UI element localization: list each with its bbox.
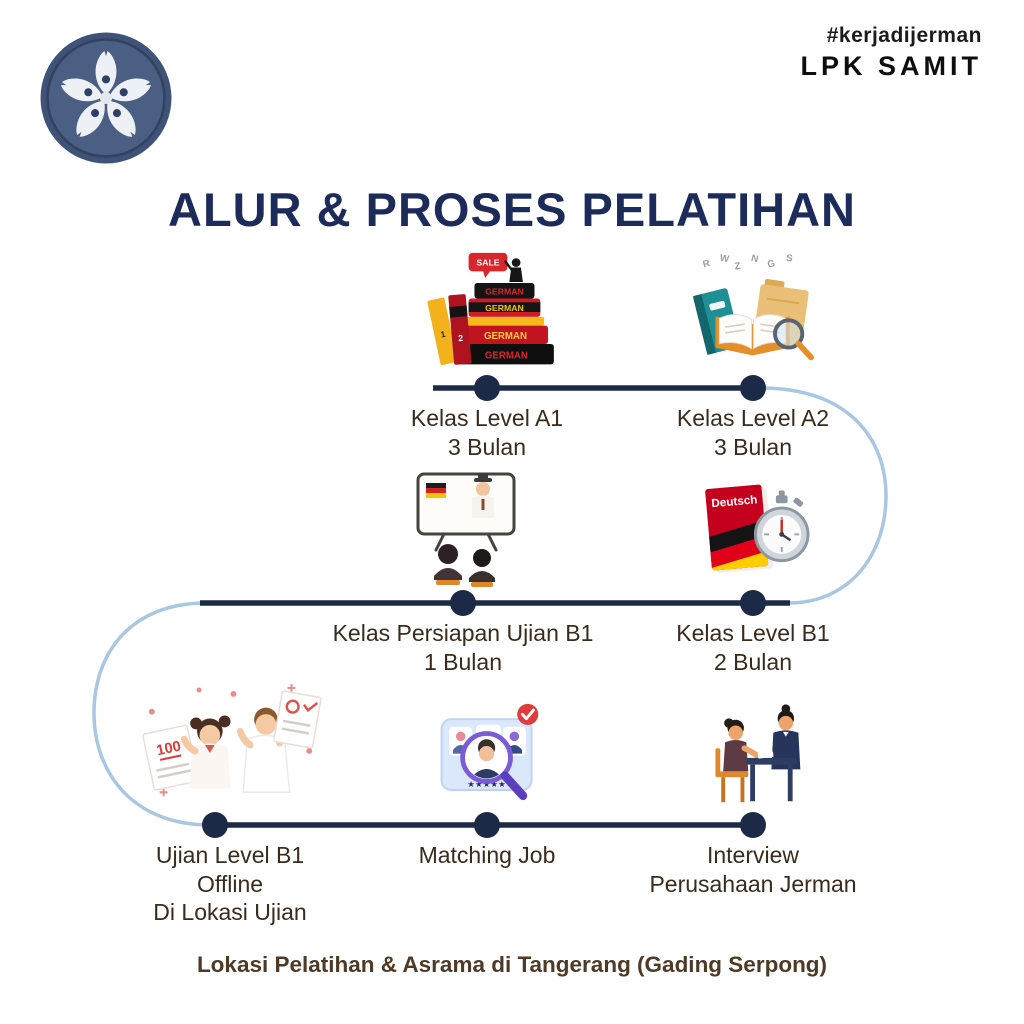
step-label-kelas-persiapan-ujian-b1: Kelas Persiapan Ujian B1 1 Bulan [333, 619, 594, 676]
flow-node-dot [740, 375, 766, 401]
footer-location-text: Lokasi Pelatihan & Asrama di Tangerang (… [196, 952, 828, 977]
flow-node-dot [202, 812, 228, 838]
sale-tag-text: SALE [476, 258, 499, 268]
floating-letter: R [702, 258, 712, 270]
step-title: Ujian Level B1 [155, 842, 305, 868]
step-title: Kelas Level A2 [676, 405, 830, 431]
step-duration: 1 Bulan [423, 648, 503, 675]
flow-node-dot [450, 590, 476, 616]
floating-letter: W [719, 253, 731, 266]
deutsch-book-stopwatch-icon: Deutsch [705, 484, 810, 574]
interview-icon [715, 704, 801, 803]
step-label-matching-job: Matching Job [419, 841, 556, 870]
flow-node-dot [740, 812, 766, 838]
floating-letter: N [750, 253, 759, 265]
step-title: Interview [706, 842, 800, 868]
book-spine-number: 1 [440, 329, 447, 340]
german-book-title: GERMAN [485, 303, 524, 313]
matching-job-icon: ★★★★★ [440, 703, 539, 801]
step-subtitle: Di Lokasi Ujian [153, 899, 307, 926]
german-book-title: GERMAN [485, 287, 524, 297]
step-title: Kelas Persiapan Ujian B1 [332, 620, 594, 646]
online-class-icon [416, 472, 516, 587]
page-title: ALUR & PROSES PELATIHAN [168, 183, 856, 236]
flow-node-dot [474, 375, 500, 401]
rating-stars-text: ★★★★★ [467, 779, 506, 789]
german-book-title: GERMAN [485, 351, 528, 362]
header-brand-block: #kerjadijerman LPK SAMIT [801, 24, 983, 82]
step-title: Matching Job [418, 842, 556, 868]
step-label-kelas-level-a2: Kelas Level A2 3 Bulan [677, 404, 829, 461]
german-book-title: GERMAN [484, 331, 527, 342]
flow-node-dot [740, 590, 766, 616]
step-label-kelas-level-a1: Kelas Level A1 3 Bulan [411, 404, 563, 461]
book-spine-number: 2 [458, 333, 464, 343]
floating-letter: Z [734, 261, 741, 273]
brand-name: LPK SAMIT [800, 51, 982, 81]
floating-letter: G [766, 258, 776, 270]
study-books-icon: R W Z N G S [692, 253, 814, 361]
exam-score-text: 100 [155, 739, 182, 760]
step-title: Kelas Level B1 [676, 620, 830, 646]
step-duration: 3 Bulan [447, 433, 527, 460]
flow-node-dot [474, 812, 500, 838]
step-label-interview: Interview Perusahaan Jerman [649, 841, 856, 898]
step-label-kelas-level-b1: Kelas Level B1 2 Bulan [676, 619, 829, 676]
hashtag-text: #kerjadijerman [826, 24, 982, 47]
step-subtitle: Perusahaan Jerman [649, 870, 857, 897]
floating-letter: S [785, 253, 793, 265]
sakura-logo-icon [40, 32, 172, 164]
deutsch-book-title: Deutsch [711, 493, 758, 510]
exam-result-icon: 100 [142, 684, 322, 797]
german-books-icon: SALE GERMAN GERMAN GERMAN GERMAN 1 2 [427, 252, 554, 366]
step-duration: 2 Bulan [713, 648, 792, 675]
step-duration: 3 Bulan [713, 433, 793, 460]
step-label-ujian-level-b1: Ujian Level B1 Offline Di Lokasi Ujian [153, 841, 306, 927]
step-subtitle: Offline [196, 870, 264, 897]
step-title: Kelas Level A1 [410, 405, 564, 431]
